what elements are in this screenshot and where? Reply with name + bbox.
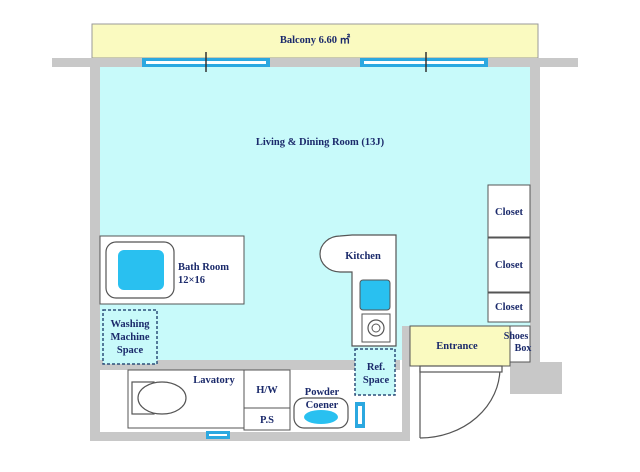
entrance-door[interactable] — [419, 365, 503, 439]
toilet-fixture — [131, 381, 187, 415]
powder-corner-label: Powder Coener — [296, 386, 348, 412]
entrance-area — [409, 325, 511, 367]
closet-3-label: Closet — [495, 302, 523, 313]
washing-line-3: Space — [116, 345, 144, 356]
shoes-box — [509, 325, 531, 363]
balcony-label: Balcony 6.60 ㎡ — [279, 35, 351, 46]
ref-space-label: Ref. Space — [355, 361, 397, 387]
kitchen-label: Kitchen — [345, 251, 381, 262]
kitchen-sink — [359, 279, 391, 311]
walls — [52, 58, 578, 441]
entrance-label: Entrance — [436, 341, 478, 352]
closet-1-label: Closet — [495, 207, 523, 218]
washing-machine-space — [102, 309, 158, 365]
shoes-line-2: Box — [514, 343, 532, 354]
washing-line-2: Machine — [110, 332, 150, 343]
washing-machine-label: Washing Machine Space — [104, 318, 156, 357]
powder-line-1: Powder — [304, 387, 340, 398]
bath-room-size: 12×16 — [178, 275, 205, 286]
shoes-line-1: Shoes — [503, 331, 529, 342]
balcony-area — [91, 23, 539, 59]
closet-3 — [487, 292, 531, 323]
powder-line-2: Coener — [305, 400, 339, 411]
ref-line-1: Ref. — [366, 362, 386, 373]
shoes-box-label: Shoes Box — [496, 331, 536, 355]
window-left — [142, 52, 270, 72]
ref-line-2: Space — [362, 375, 390, 386]
lavatory-label: Lavatory — [193, 375, 235, 386]
ref-space — [354, 348, 396, 396]
window-right — [360, 52, 488, 72]
ps-shaft — [243, 407, 291, 431]
hw-cabinet — [243, 369, 291, 409]
hw-label: H/W — [256, 385, 278, 396]
closet-2-label: Closet — [495, 260, 523, 271]
ps-label: P.S — [260, 415, 274, 426]
bath-room-name: Bath Room — [178, 262, 230, 273]
bath-room-label: Bath Room 12×16 — [178, 261, 242, 287]
washing-line-1: Washing — [110, 319, 150, 330]
closet-1 — [487, 184, 531, 238]
living-dining-label: Living & Dining Room (13J) — [255, 137, 385, 148]
closet-2 — [487, 237, 531, 293]
